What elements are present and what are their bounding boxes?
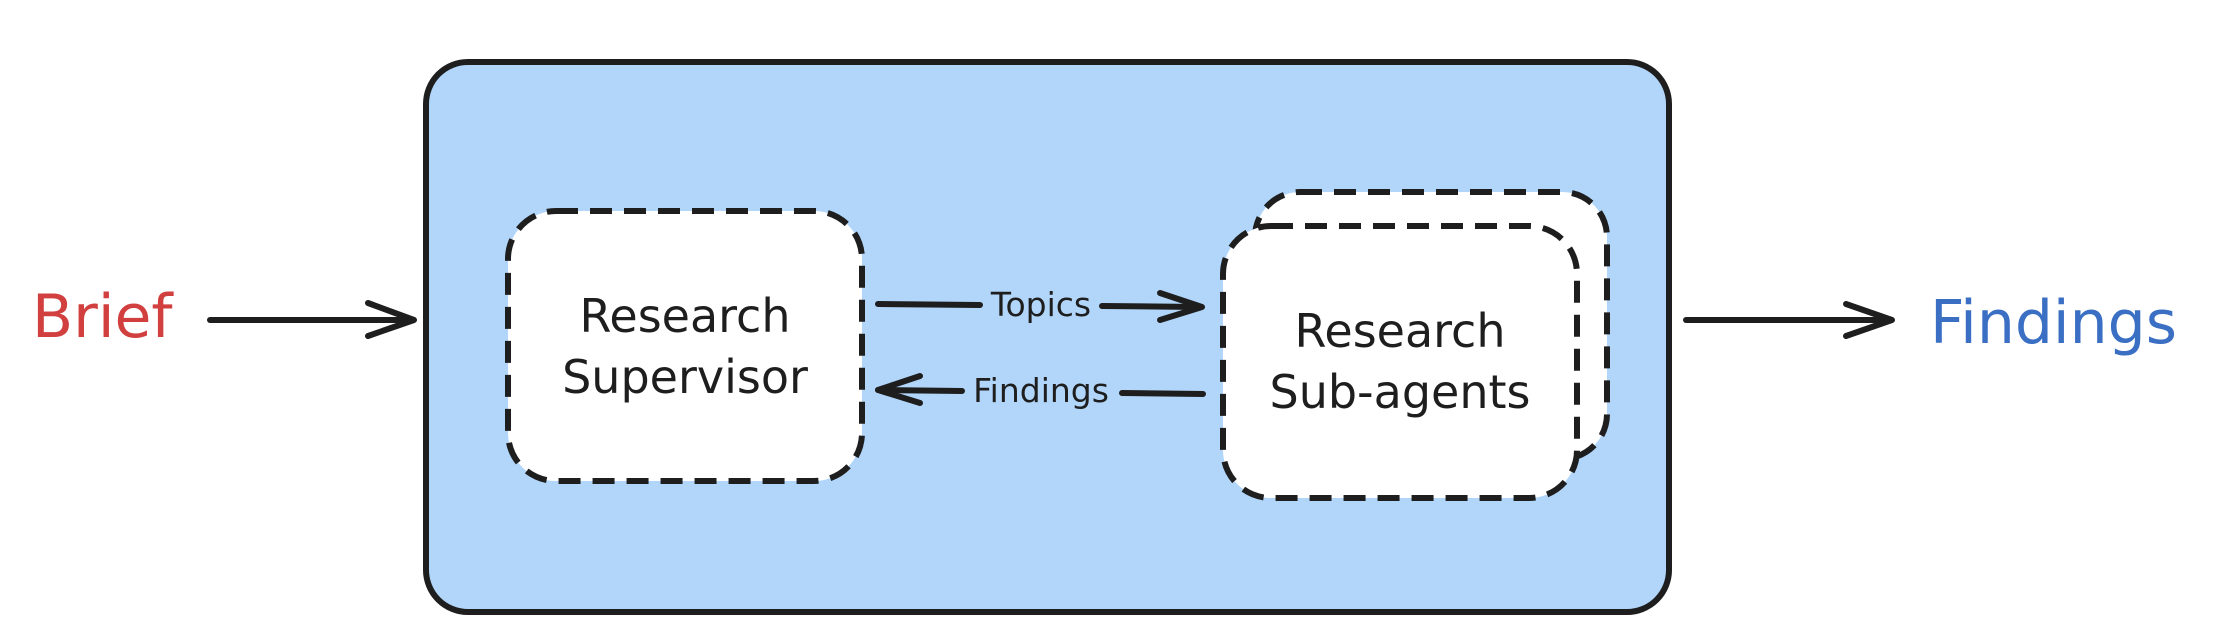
output-arrow (1683, 301, 1895, 339)
topics-edge: Topics (875, 285, 1205, 324)
topics-edge-label: Topics (990, 285, 1091, 324)
findings-edge: Findings (875, 371, 1206, 410)
subagents-label-line1: Research (1295, 304, 1506, 358)
subagents-label-line2: Sub-agents (1270, 365, 1531, 419)
brief-label: Brief (32, 282, 174, 352)
findings-edge-label: Findings (973, 371, 1109, 410)
input-arrow (207, 300, 417, 339)
supervisor-label-line2: Supervisor (562, 350, 808, 404)
supervisor-label-line1: Research (580, 289, 791, 343)
findings-output-label: Findings (1930, 288, 2177, 358)
research-supervisor-node: Research Supervisor (505, 208, 865, 484)
research-subagents-node: Research Sub-agents (1220, 223, 1580, 501)
